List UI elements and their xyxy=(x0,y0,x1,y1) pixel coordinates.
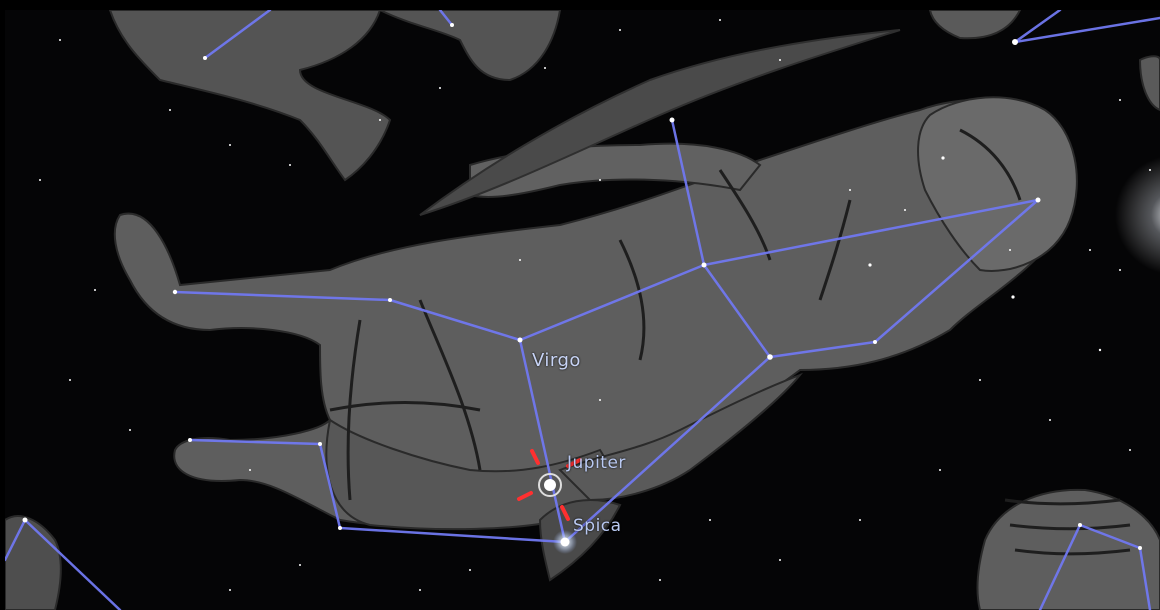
background-stars xyxy=(39,19,1151,591)
corvus-line-2 xyxy=(1013,10,1062,44)
libra-line-2 xyxy=(23,518,122,610)
bright-glow xyxy=(1115,156,1160,274)
artwork-strokes xyxy=(329,128,1131,556)
virgo-line-spine xyxy=(518,338,567,544)
object-label-jupiter[interactable]: Jupiter xyxy=(567,453,626,473)
corvus-line xyxy=(1013,16,1160,44)
sky-frame[interactable]: Virgo Jupiter Spica xyxy=(5,10,1160,610)
crosshair-marker-icon xyxy=(517,449,582,521)
libra-line xyxy=(5,518,27,562)
sky-canvas[interactable] xyxy=(5,10,1160,610)
leo-line xyxy=(203,10,272,60)
spica-star[interactable] xyxy=(553,530,577,554)
constellation-stars[interactable] xyxy=(22,23,1143,550)
jupiter-planet[interactable] xyxy=(538,473,562,497)
leo-line-2 xyxy=(438,10,454,27)
crater-line-2 xyxy=(1038,523,1082,610)
object-label-spica[interactable]: Spica xyxy=(573,516,622,536)
constellation-label-virgo[interactable]: Virgo xyxy=(532,350,581,371)
constellation-artwork xyxy=(5,10,1160,610)
